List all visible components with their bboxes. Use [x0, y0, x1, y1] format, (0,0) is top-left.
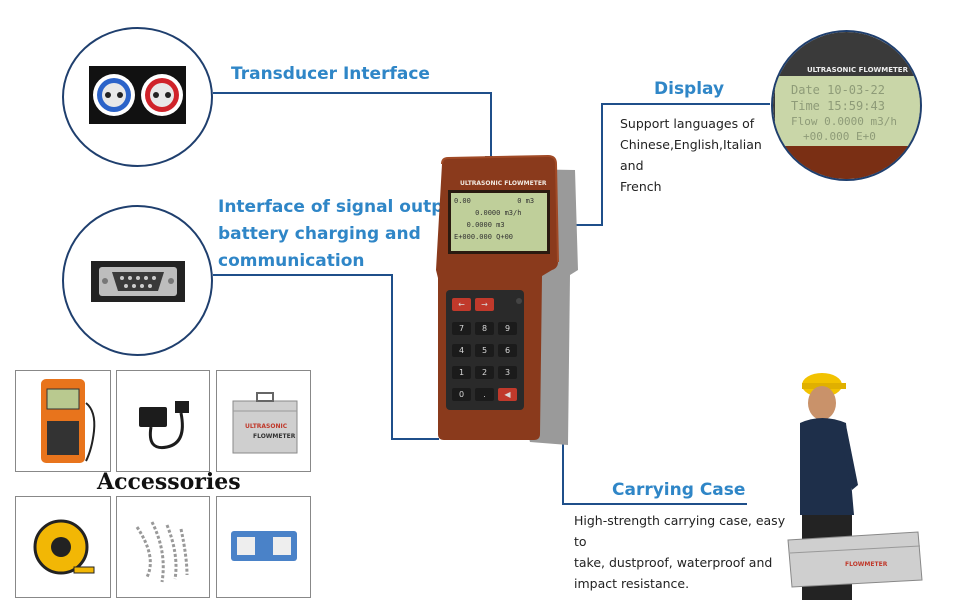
accessory-case-brand: ULTRASONIC	[245, 423, 288, 430]
key-9[interactable]: 9	[498, 322, 517, 335]
worker-case-label: FLOWMETER	[845, 561, 888, 568]
display-description-line-3: French	[620, 179, 662, 194]
accessory-tape-thumb	[15, 496, 111, 598]
display-description-line-1: Support languages of	[620, 116, 755, 131]
device-lcd-line-3: 0.0000 m3	[454, 221, 505, 229]
device-lcd: 0.00 0 m3 0.0000 m3/h 0.0000 m3 E+000.00…	[448, 190, 550, 254]
device-lcd-line-4: E+000.000 Q+00	[454, 233, 514, 241]
display-closeup-line-2: Time 15:59:43	[791, 99, 885, 113]
key-enter[interactable]: ◀	[498, 388, 517, 401]
accessory-chains-thumb	[116, 496, 210, 598]
worker-with-case-photo: FLOWMETER	[760, 365, 960, 600]
carrying-case-line-3: impact resistance.	[574, 576, 690, 591]
transducer-connector-closeup	[62, 27, 213, 167]
connector-transducer-v	[490, 92, 492, 160]
accessory-charger-thumb	[116, 370, 210, 472]
connector-signal-b	[391, 438, 439, 440]
display-description-line-2: Chinese,English,Italian and	[620, 137, 762, 173]
connector-signal-v	[391, 274, 393, 439]
serial-port-icon	[91, 261, 185, 302]
charger-icon	[139, 401, 189, 450]
key-8[interactable]: 8	[475, 322, 494, 335]
key-dot[interactable]: .	[475, 388, 494, 401]
accessories-label: Accessories	[97, 469, 241, 495]
device-lcd-line-1: 0.00 0 m3	[454, 197, 535, 205]
display-closeup-line-4: +00.000 E+0	[803, 130, 876, 143]
device-lcd-line-2: 0.0000 m3/h	[454, 209, 522, 217]
display-title: Display	[654, 79, 725, 99]
accessory-case-label: FLOWMETER	[253, 433, 296, 440]
signal-interface-title-line-1: Interface of signal output,	[218, 197, 471, 217]
key-5[interactable]: 5	[475, 344, 494, 357]
device-brand: ULTRASONIC FLOWMETER	[460, 180, 547, 187]
display-closeup: ULTRASONIC FLOWMETER Date 10-03-22 Time …	[771, 30, 922, 181]
key-7[interactable]: 7	[452, 322, 471, 335]
carrying-case-description: High-strength carrying case, easy to tak…	[574, 510, 794, 594]
key-3[interactable]: 3	[498, 366, 517, 379]
key-1[interactable]: 1	[452, 366, 471, 379]
measuring-tape-icon	[33, 519, 95, 575]
display-closeup-line-3: Flow 0.0000 m3/h	[791, 115, 897, 128]
mounting-chain-icon	[135, 521, 189, 583]
connector-case-h	[562, 503, 747, 505]
carrying-case-title: Carrying Case	[612, 480, 746, 500]
key-0[interactable]: 0	[452, 388, 471, 401]
orange-flowmeter-icon	[41, 379, 96, 463]
display-closeup-lcd	[775, 76, 920, 146]
display-description: Support languages of Chinese,English,Ita…	[620, 113, 780, 197]
connector-signal-h	[213, 274, 393, 276]
device-indicator-icon	[516, 298, 522, 304]
worker-icon	[787, 373, 923, 600]
carrying-case-line-1: High-strength carrying case, easy to	[574, 513, 786, 549]
flowmeter-device: ULTRASONIC FLOWMETER 0.00 0 m3 0.0000 m3…	[430, 150, 580, 450]
key-6[interactable]: 6	[498, 344, 517, 357]
connector-transducer-h	[213, 92, 492, 94]
connector-display-h	[602, 103, 770, 105]
signal-interface-title-line-3: communication	[218, 251, 365, 271]
accessory-device-thumb	[15, 370, 111, 472]
key-right[interactable]: →	[475, 298, 494, 311]
signal-interface-title-line-2: battery charging and	[218, 224, 421, 244]
key-4[interactable]: 4	[452, 344, 471, 357]
transducer-port-icon	[89, 66, 186, 124]
display-closeup-brand: ULTRASONIC FLOWMETER	[807, 66, 908, 74]
carrying-case-line-2: take, dustproof, waterproof and	[574, 555, 773, 570]
transducer-sensor-icon	[231, 531, 297, 561]
accessory-sensor-thumb	[216, 496, 311, 598]
aluminum-case-icon	[232, 392, 298, 454]
transducer-interface-title: Transducer Interface	[231, 64, 430, 84]
key-2[interactable]: 2	[475, 366, 494, 379]
connector-display-v	[601, 103, 603, 225]
key-left[interactable]: ←	[452, 298, 471, 311]
display-closeup-line-1: Date 10-03-22	[791, 83, 885, 97]
signal-port-closeup	[62, 205, 213, 356]
accessory-case-thumb: ULTRASONIC FLOWMETER	[216, 370, 311, 472]
